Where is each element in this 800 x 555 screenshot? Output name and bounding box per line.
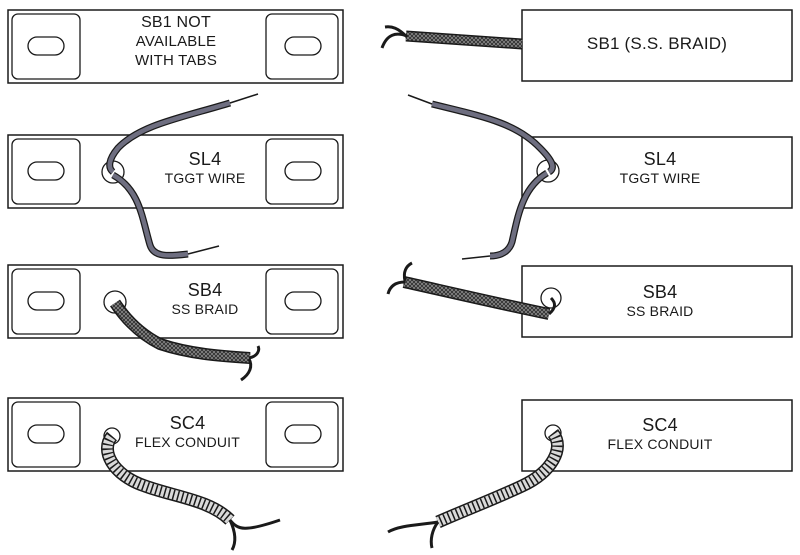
flex-conduit-lead <box>387 428 564 549</box>
switch-body-sl4-tabs <box>7 134 344 209</box>
mounting-slot-icon <box>284 424 322 444</box>
ss-braid-lead <box>110 299 261 382</box>
mounting-slot-icon <box>284 161 322 181</box>
switch-label-sb4: SB4 SS BRAID <box>626 282 694 320</box>
switch-body-sc4-tabs <box>7 397 344 472</box>
ss-braid-lead <box>386 261 556 320</box>
switch-body-sl4 <box>521 136 793 209</box>
flex-conduit-lead <box>101 431 281 551</box>
mounting-slot-icon <box>284 36 322 56</box>
mounting-slot-icon <box>284 291 322 311</box>
switch-label-sc4-tabs: SC4 FLEX CONDUIT <box>134 413 241 451</box>
switch-label-sc4: SC4 FLEX CONDUIT <box>607 415 713 453</box>
switch-body-sb4 <box>521 265 793 338</box>
switch-body-sb4-tabs <box>7 264 344 339</box>
switch-label-sb1: SB1 (S.S. BRAID) <box>586 34 728 53</box>
mounting-slot-icon <box>27 161 65 181</box>
switch-label-sl4-tabs: SL4 TGGT WIRE <box>164 149 246 187</box>
tggt-wire-lead <box>106 93 259 259</box>
switch-label-sb4-tabs: SB4 SS BRAID <box>171 280 239 318</box>
switch-body-sb1-tabs <box>7 9 344 84</box>
ss-braid-lead <box>380 25 523 50</box>
mounting-slot-icon <box>27 424 65 444</box>
switch-body-sb1 <box>521 9 793 82</box>
switch-label-sl4: SL4 TGGT WIRE <box>619 149 701 187</box>
switch-body-sc4 <box>521 399 793 472</box>
mounting-slot-icon <box>27 36 65 56</box>
tggt-wire-lead <box>407 94 556 260</box>
mounting-slot-icon <box>27 291 65 311</box>
switch-label-sb1-tabs: SB1 NOT AVAILABLE WITH TABS <box>134 14 218 69</box>
